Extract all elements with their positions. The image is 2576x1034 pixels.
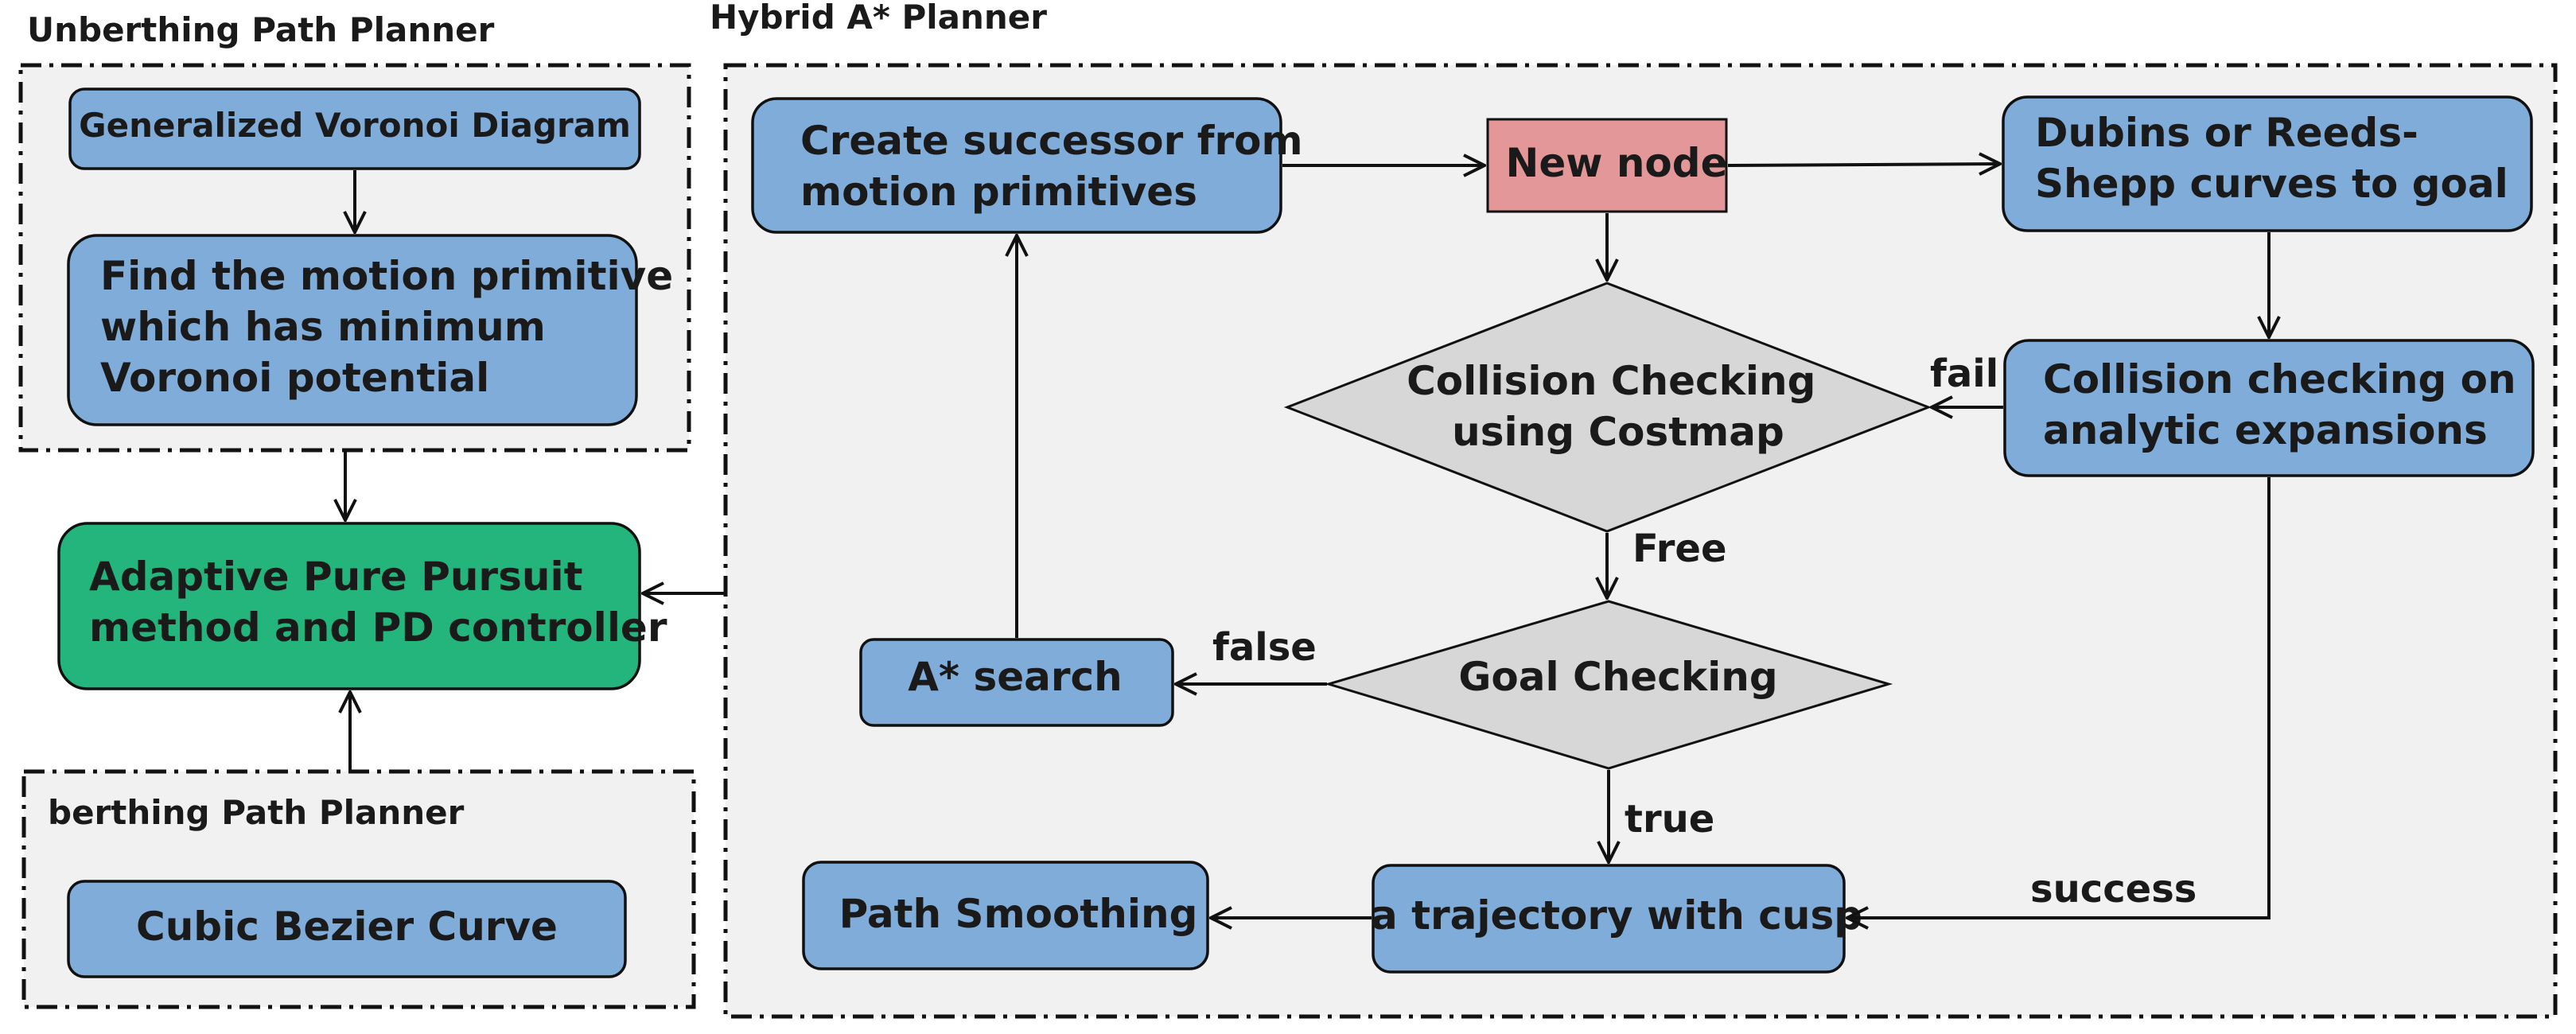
trajectory-cusp-label: a trajectory with cusp [1371,892,1862,939]
voronoi-label: Generalized Voronoi Diagram [79,106,631,145]
voronoi-node [68,87,641,170]
adaptive-pursuit-label: Adaptive Pure Pursuit method and PD cont… [89,554,667,651]
astar-search-label: A* search [908,654,1123,700]
find-primitive-node [67,234,638,426]
edge-label-fail: fail [1930,352,1998,396]
create-successor-label: Create successor from motion primitives [800,118,1317,215]
adaptive-pursuit-node [57,522,641,690]
dubins-reeds-shepp-node [2002,95,2533,232]
new-node-label: New node [1505,140,1727,186]
astar-search-node [859,638,1174,727]
cubic-bezier-node [67,880,627,978]
path-smoothing-label: Path Smoothing [839,891,1198,937]
path-smoothing-node [802,861,1209,970]
collision-analytic-node [2003,339,2535,477]
edge-label-false: false [1212,625,1317,670]
hybrid-title: Hybrid A* Planner [710,0,1047,37]
goal-checking-decision [1324,600,1893,770]
edge-analytic-to-trajectory [1847,477,2271,918]
edge-label-success: success [2030,867,2197,912]
new-node-node [1486,118,1728,213]
unberthing-title: Unberthing Path Planner [27,10,495,49]
edge-label-free: Free [1632,527,1727,571]
create-successor-node [751,97,1282,234]
edge-label-true: true [1625,797,1714,842]
dubins-reeds-shepp-label: Dubins or Reeds- Shepp curves to goal [2035,110,2508,207]
cubic-bezier-label: Cubic Bezier Curve [136,904,558,950]
berthing-title: berthing Path Planner [48,793,465,832]
trajectory-cusp-node [1372,864,1846,974]
goal-checking-label: Goal Checking [1458,654,1777,700]
collision-costmap-decision [1283,282,1932,533]
find-primitive-label: Find the motion primitive which has mini… [100,253,687,401]
collision-costmap-label: Collision Checking using Costmap [1407,358,1830,455]
collision-analytic-label: Collision checking on analytic expansion… [2043,356,2530,453]
edge-new-node-to-dubins [1727,164,2000,165]
